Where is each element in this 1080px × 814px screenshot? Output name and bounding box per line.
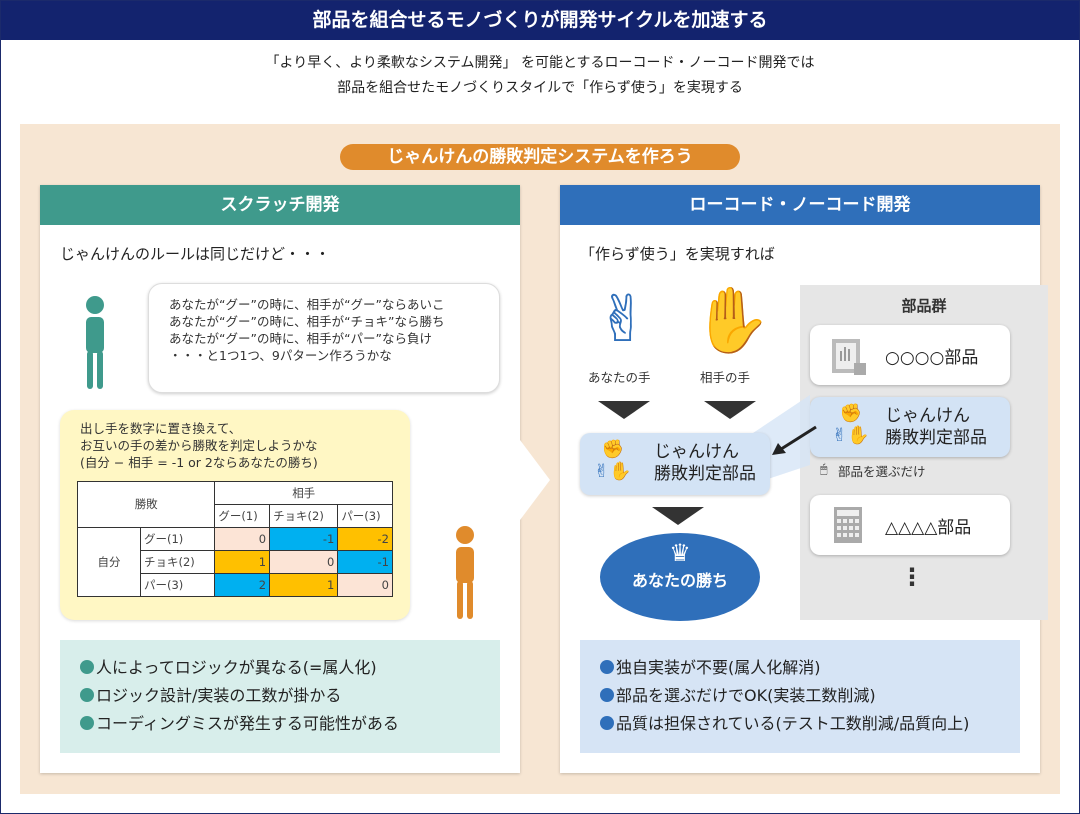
bullet-icon <box>80 660 94 674</box>
report-icon <box>832 339 866 375</box>
part-label: じゃんけん <box>885 406 970 426</box>
point-item: 人によってロジックが異なる(=属人化) <box>80 654 480 682</box>
scratch-points: 人によってロジックが異なる(=属人化) ロジック設計/実装の工数が掛かる コーデ… <box>60 640 500 753</box>
theme-title: じゃんけんの勝敗判定システムを作ろう <box>340 144 740 170</box>
speech-bubble: あなたが“グー”の時に、相手が“グー”ならあいこ あなたが“グー”の時に、相手が… <box>148 283 500 393</box>
point-item: 独自実装が不要(属人化解消) <box>600 654 1000 682</box>
page-title: 部品を組合せるモノづくりが開発サイクルを加速する <box>0 0 1080 40</box>
janken-component: ✊✌✋ じゃんけん勝敗判定部品 <box>580 433 770 495</box>
cell: 0 <box>269 550 339 574</box>
bubble-line: ・・・と1つ1つ、9パターン作ろうかな <box>169 348 392 363</box>
down-arrow-icon <box>598 401 650 419</box>
peace-hand-icon: ✌ <box>596 283 650 357</box>
point-item: 部品を選ぶだけでOK(実装工数削減) <box>600 682 1000 710</box>
col-header: パー(3) <box>337 504 393 528</box>
arrow-right-icon <box>520 440 550 520</box>
more-icon: ⋮ <box>900 563 924 591</box>
table-row: 自分グー(1)0-1-2 <box>77 527 393 597</box>
bubble-line: あなたが“グー”の時に、相手が“チョキ”なら勝ち <box>169 314 445 329</box>
person-teal-icon <box>86 296 104 389</box>
bubble-line: あなたが“グー”の時に、相手が“グー”ならあいこ <box>169 297 445 312</box>
bubble-line: あなたが“グー”の時に、相手が“パー”なら負け <box>169 331 433 346</box>
point-text: 人によってロジックが異なる(=属人化) <box>96 658 377 677</box>
lowcode-points: 独自実装が不要(属人化解消) 部品を選ぶだけでOK(実装工数削減) 品質は担保さ… <box>580 640 1020 753</box>
idea-line: お互いの手の差から勝敗を判定しようかな <box>80 438 318 453</box>
hands-icon: ✊✌✋ <box>832 403 870 446</box>
bullet-icon <box>600 716 614 730</box>
library-title: 部品群 <box>901 297 947 315</box>
part-label: △△△△部品 <box>885 518 972 538</box>
row-header: チョキ(2) <box>139 550 216 574</box>
win-result: ♛ あなたの勝ち <box>600 533 760 621</box>
opp-hand-label: 相手の手 <box>700 370 751 385</box>
row-header: パー(3) <box>139 573 216 597</box>
cell: -1 <box>337 550 393 574</box>
point-item: ロジック設計/実装の工数が掛かる <box>80 682 480 710</box>
scratch-title: スクラッチ開発 <box>40 185 520 225</box>
bullet-icon <box>600 688 614 702</box>
select-arrow-icon <box>772 425 817 455</box>
hands-icon: ✊✌✋ <box>594 439 632 482</box>
crown-icon: ♛ <box>669 539 691 567</box>
result-table: 勝敗相手 グー(1)チョキ(2)パー(3) 自分グー(1)0-1-2 チョキ(2… <box>76 481 393 597</box>
point-text: コーディングミスが発生する可能性がある <box>96 714 399 733</box>
idea-line: 出し手を数字に置き換えて、 <box>80 421 242 436</box>
subtitle-line2: 部品を組合せたモノづくりスタイルで「作らず使う」を実現する <box>337 80 743 96</box>
select-note: 部品を選ぶだけ <box>838 464 926 479</box>
parts-library: 部品群 ○○○○部品 ✊✌✋ じゃんけん勝敗判定部品 🖱 部品を選ぶだけ △△△… <box>800 285 1048 620</box>
janken-part[interactable]: ✊✌✋ じゃんけん勝敗判定部品 <box>810 397 1010 457</box>
mouse-icon: 🖱 <box>820 461 828 476</box>
component-label: じゃんけん <box>654 442 739 462</box>
scratch-lead: じゃんけんのルールは同じだけど・・・ <box>60 245 331 263</box>
person-orange-icon <box>456 526 474 619</box>
result-label: あなたの勝ち <box>631 571 728 590</box>
subtitle-line1: 「より早く、より柔軟なシステム開発」 を可能とするローコード・ノーコード開発では <box>265 55 815 71</box>
idea-bubble: 出し手を数字に置き換えて、 お互いの手の差から勝敗を判定しようかな (自分 − … <box>60 410 410 620</box>
part-label: 勝敗判定部品 <box>885 428 987 448</box>
open-hand-icon: ✋ <box>692 284 772 358</box>
point-text: 部品を選ぶだけでOK(実装工数削減) <box>616 686 876 705</box>
cell: 0 <box>337 573 393 597</box>
cell: 1 <box>269 573 339 597</box>
point-text: 独自実装が不要(属人化解消) <box>616 658 821 677</box>
table-corner: 勝敗 <box>76 481 216 528</box>
part-label: ○○○○部品 <box>885 348 979 368</box>
col-header: グー(1) <box>214 504 271 528</box>
point-item: 品質は担保されている(テスト工数削減/品質向上) <box>600 710 1000 738</box>
your-hand-label: あなたの手 <box>588 370 651 385</box>
lowcode-card: ローコード・ノーコード開発 「作らず使う」を実現すれば 部品群 ○○○○部品 ✊… <box>560 185 1048 773</box>
down-arrow-icon <box>652 507 704 525</box>
scratch-card: スクラッチ開発 じゃんけんのルールは同じだけど・・・ あなたが“グー”の時に、相… <box>40 185 520 773</box>
point-text: 品質は担保されている(テスト工数削減/品質向上) <box>616 714 970 733</box>
lowcode-lead: 「作らず使う」を実現すれば <box>580 245 775 263</box>
calculator-icon <box>834 507 862 543</box>
point-item: コーディングミスが発生する可能性がある <box>80 710 480 738</box>
component-label: 勝敗判定部品 <box>654 464 756 484</box>
part-item[interactable]: ○○○○部品 <box>810 325 1010 385</box>
part-item[interactable]: △△△△部品 <box>810 495 1010 555</box>
bullet-icon <box>600 660 614 674</box>
lowcode-title: ローコード・ノーコード開発 <box>560 185 1040 225</box>
bullet-icon <box>80 716 94 730</box>
bullet-icon <box>80 688 94 702</box>
down-arrow-icon <box>704 401 756 419</box>
idea-line: (自分 − 相手 = -1 or 2ならあなたの勝ち) <box>80 455 318 470</box>
point-text: ロジック設計/実装の工数が掛かる <box>96 686 342 705</box>
